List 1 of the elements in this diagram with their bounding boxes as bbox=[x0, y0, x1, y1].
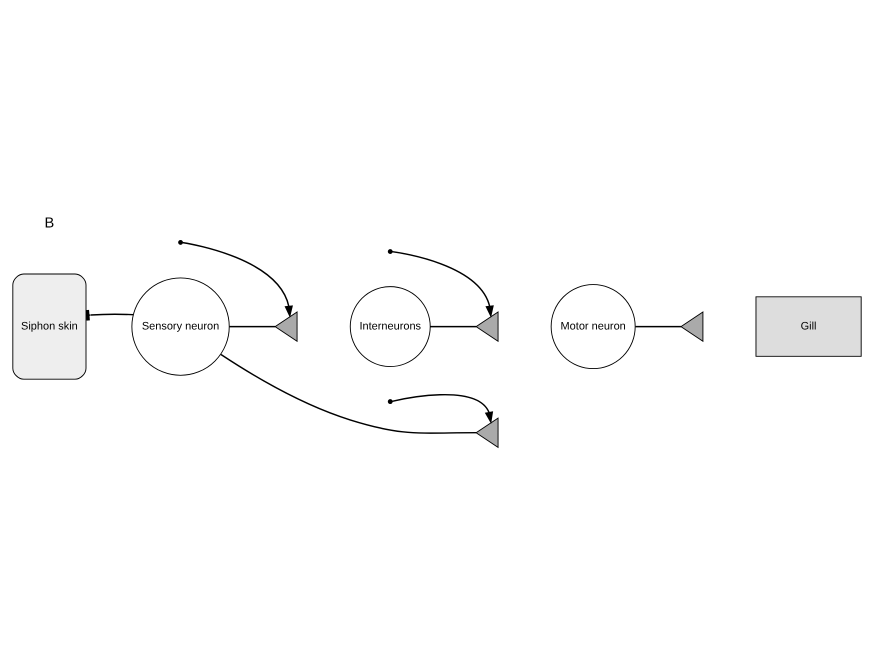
label: B bbox=[44, 215, 54, 232]
